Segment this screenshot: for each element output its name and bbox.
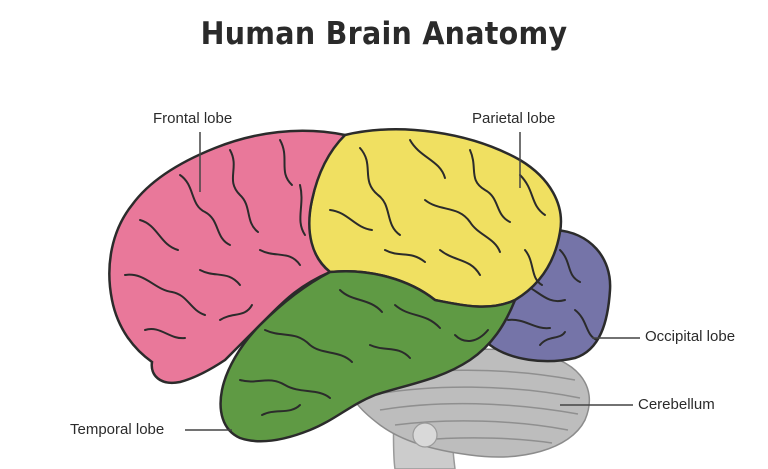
label-parietal-lobe: Parietal lobe — [472, 110, 556, 127]
label-frontal-lobe: Frontal lobe — [153, 110, 233, 127]
label-temporal-lobe: Temporal lobe — [70, 421, 165, 438]
cerebellum-folds — [369, 369, 581, 444]
frontal-lobe-region — [108, 129, 348, 385]
temporal-folds — [239, 289, 489, 416]
diagram-title: Human Brain Anatomy — [200, 16, 568, 52]
pons — [412, 422, 438, 448]
temporal-lobe-region — [219, 270, 518, 443]
frontal-folds — [124, 139, 306, 340]
label-cerebellum: Cerebellum — [638, 396, 715, 413]
parietal-folds — [329, 139, 546, 286]
leader-lines — [185, 132, 640, 431]
label-occipital-lobe: Occipital lobe — [645, 328, 736, 345]
